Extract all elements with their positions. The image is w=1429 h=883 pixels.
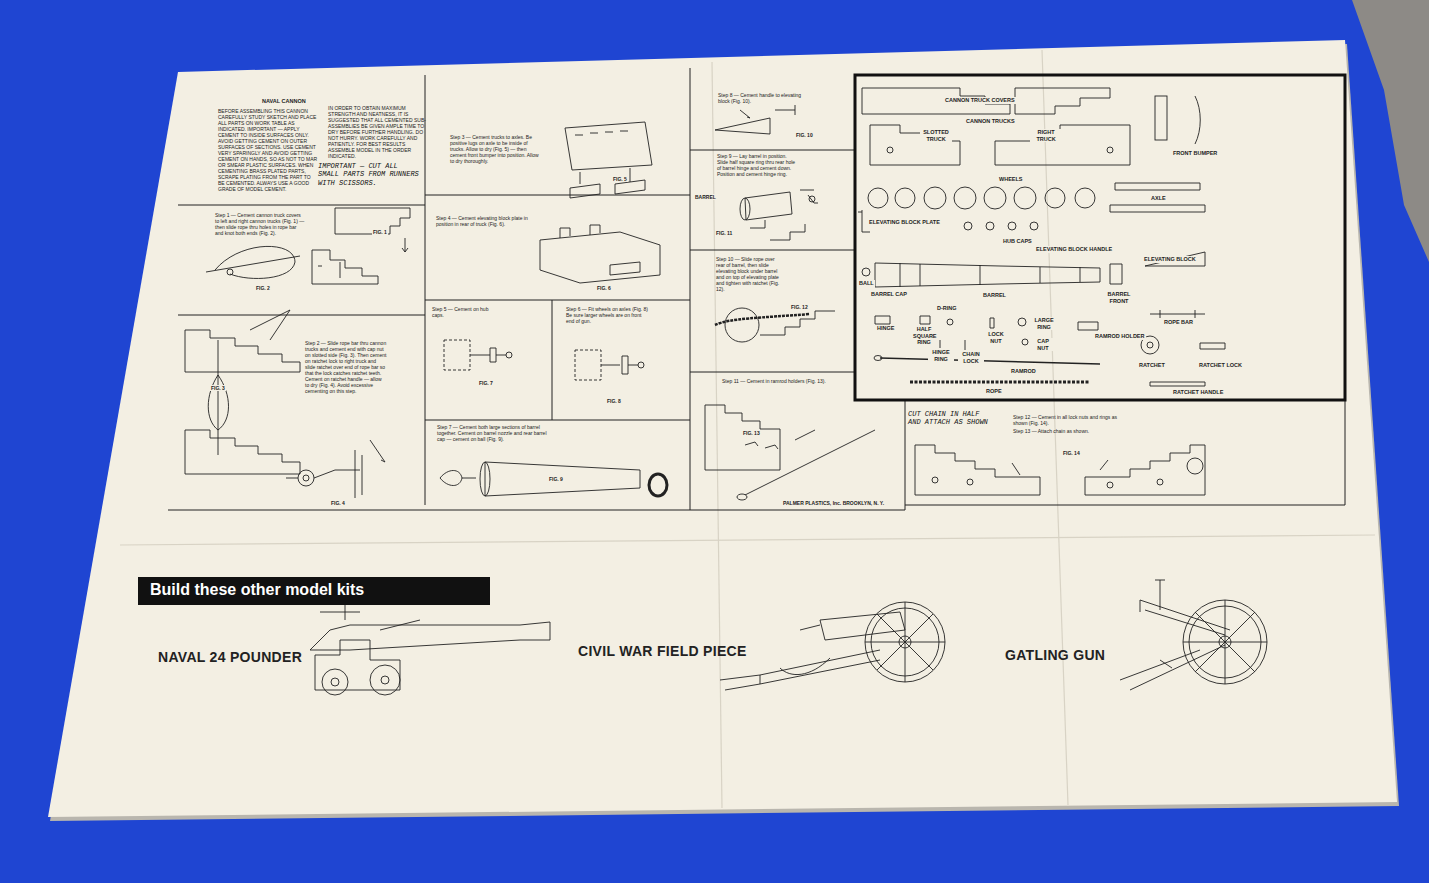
figure-label: FIG. 10 [795,132,814,138]
step-text: Step 2 — Slide rope bar thru cannon truc… [305,340,387,394]
step-text: Step 5 — Cement on hub caps. [432,306,492,318]
part-label: WHEELS [998,176,1024,183]
figure-label: FIG. 6 [596,285,612,291]
part-label: LARGE RING [1030,317,1058,330]
part-label: RAMROD HOLDER [1094,333,1146,340]
figure-label: FIG. 11 [715,230,733,236]
kit-name: CIVIL WAR FIELD PIECE [578,643,747,660]
step-text: Step 7 — Cement both large sections of b… [437,424,547,442]
intro-note: IN ORDER TO OBTAIN MAXIMUM STRENGTH AND … [328,105,428,159]
figure-label: FIG. 12 [790,304,809,310]
part-label: ELEVATING BLOCK HANDLE [1035,246,1113,253]
step-text: Step 10 — Slide rope over rear of barrel… [716,256,784,292]
figure-label: FIG. 7 [478,380,494,386]
step-text: Step 6 — Fit wheels on axles (Fig. 8) Be… [566,306,648,324]
part-label: HUB CAPS [1002,238,1033,245]
banner-text: Build these other model kits [138,577,490,603]
part-label: BARREL [982,292,1007,299]
step-text: Step 9 — Lay barrel in position. Slide h… [717,153,797,177]
part-label: ROPE BAR [1163,319,1194,326]
part-label: HALF SQUARE RING [912,326,936,346]
figure-label: FIG. 2 [255,285,271,291]
part-label: SLOTTED TRUCK [920,129,952,142]
part-label: CANNON TRUCK COVERS [944,97,1016,104]
part-label: BARREL FRONT [1102,291,1136,304]
part-label: ELEVATING BLOCK [1143,256,1197,263]
part-label: BARREL [694,194,717,200]
part-label: RATCHET [1138,362,1166,369]
figure-label: FIG. 3 [210,385,226,391]
banner-box: Build these other model kits [138,577,490,605]
part-label: RATCHET HANDLE [1172,389,1224,396]
part-label: D-RING [936,305,958,312]
part-label: CANNON TRUCKS [965,118,1016,125]
figure-label: FIG. 14 [1062,450,1081,456]
part-label: BALL [858,280,875,287]
step-text: Step 11 — Cement in ramrod holders (Fig.… [722,378,827,384]
sheet-title: NAVAL CANNON [262,98,306,105]
kit-name: NAVAL 24 POUNDER [158,649,302,666]
figure-label: FIG. 8 [606,398,622,404]
handwritten-note: IMPORTANT — CUT ALL SMALL PARTS FROM RUN… [318,162,423,187]
kit-name: GATLING GUN [1005,647,1105,664]
step-text: Step 13 — Attach chain as shown. [1013,428,1108,434]
part-label: ELEVATING BLOCK PLATE [868,219,941,226]
part-label: FRONT BUMPER [1172,150,1218,157]
part-label: ROPE [985,388,1003,395]
step-text: Step 1 — Cement cannon truck covers to l… [215,212,305,236]
step-text: Step 3 — Cement trucks to axles. Be posi… [450,134,542,164]
figure-label: FIG. 4 [330,500,346,506]
figure-label: FIG. 5 [612,176,628,182]
part-label: RAMROD [1010,368,1037,375]
step-text: Step 8 — Cement handle to elevating bloc… [718,92,813,104]
intro-note: BEFORE ASSEMBLING THIS CANNON CAREFULLY … [218,108,318,192]
figure-label: FIG. 1 [372,229,388,235]
part-label: BARREL CAP [870,291,908,298]
handwritten-note: CUT CHAIN IN HALF AND ATTACH AS SHOWN [908,410,993,427]
part-label: LOCK NUT [985,331,1007,344]
part-label: AXLE [1150,195,1167,202]
part-label: HINGE [876,325,895,332]
part-label: CAP NUT [1032,338,1054,351]
step-text: Step 12 — Cement in all lock nuts and ri… [1013,414,1118,426]
step-text: Step 4 — Cement elevating block plate in… [436,215,531,227]
part-label: HINGE RING [928,349,954,362]
figure-label: FIG. 9 [548,476,564,482]
part-label: CHAIN LOCK [958,351,984,364]
part-label: RATCHET LOCK [1198,362,1243,369]
figure-label: FIG. 13 [742,430,761,436]
part-label: RIGHT TRUCK [1030,129,1062,142]
maker-imprint: PALMER PLASTICS, Inc. BROOKLYN, N. Y. [782,500,885,506]
